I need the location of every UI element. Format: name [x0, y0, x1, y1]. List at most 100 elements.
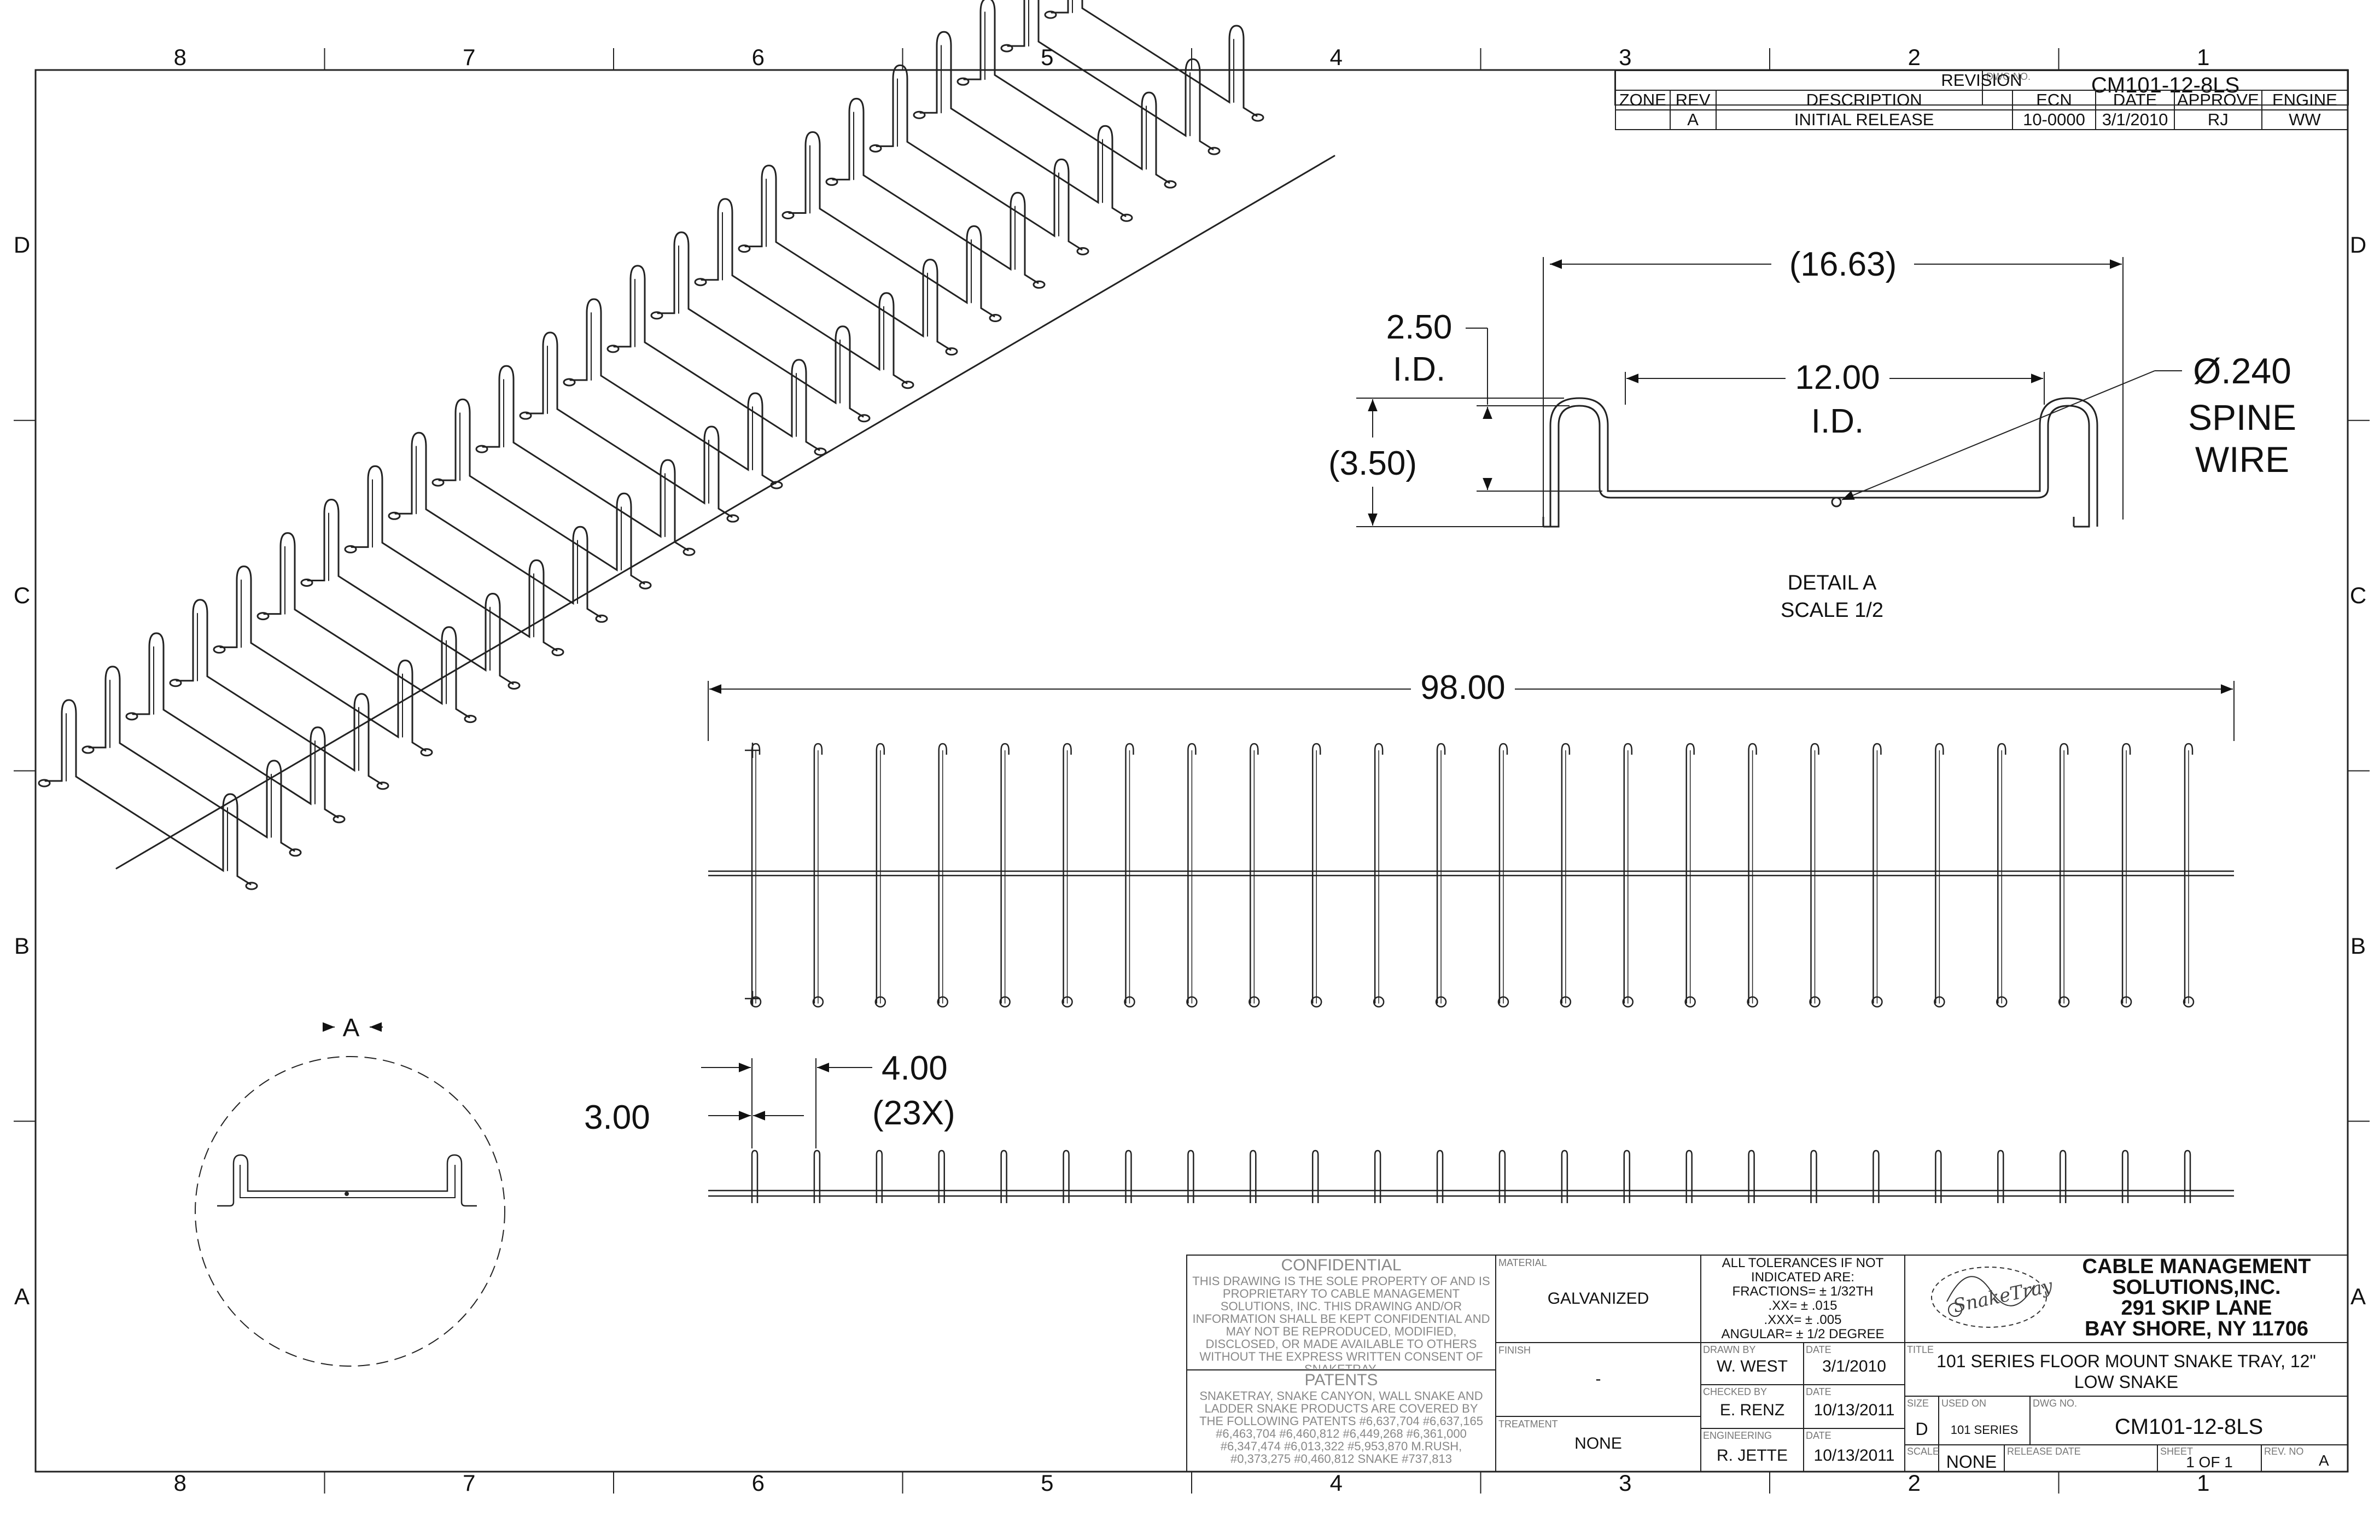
- iso-foot: [169, 679, 182, 687]
- sheet-label: SHEET: [2160, 1446, 2194, 1457]
- top-view-foot: [812, 996, 824, 1008]
- zone-col-1-top: 1: [2197, 44, 2210, 70]
- iso-foot: [814, 447, 827, 456]
- iso-rung: [919, 31, 1127, 217]
- iso-rung-edge: [678, 245, 841, 404]
- zone-col-5-bottom: 5: [1041, 1470, 1054, 1496]
- top-view-foot: [1996, 996, 2008, 1008]
- used-on-label: USED ON: [1941, 1398, 1987, 1409]
- iso-foot: [551, 648, 564, 656]
- iso-rung: [744, 165, 952, 351]
- side-view-rung: [1187, 1150, 1194, 1203]
- iso-foot: [1076, 247, 1089, 255]
- iso-foot: [901, 381, 914, 389]
- iso-foot: [781, 211, 795, 220]
- treatment-value: NONE: [1574, 1434, 1622, 1452]
- iso-foot: [606, 345, 620, 353]
- top-view-rung: [1810, 743, 1819, 1004]
- iso-rung-edge: [941, 45, 1103, 203]
- zone-col-7-top: 7: [463, 44, 476, 70]
- tray-top-view: [708, 743, 2234, 1008]
- side-view-rung: [2059, 1150, 2067, 1203]
- patents-text: SNAKETRAY, SNAKE CANYON, WALL SNAKE AND …: [1199, 1389, 1483, 1466]
- iso-foot: [213, 645, 226, 654]
- zone-col-6-top: 6: [751, 44, 765, 70]
- iso-foot: [1000, 44, 1013, 52]
- side-view-rung: [1436, 1150, 1444, 1203]
- iso-rung: [788, 131, 995, 318]
- top-view-rung: [1125, 743, 1134, 1004]
- revision-col-header: DESCRIPTION: [1715, 90, 2013, 110]
- rung-count: (23X): [872, 1094, 955, 1132]
- iso-rung: [263, 532, 470, 719]
- iso-foot: [1208, 147, 1221, 155]
- top-view-rung: [2059, 743, 2069, 1004]
- iso-rung-edge: [897, 78, 1059, 237]
- side-view-rung: [1561, 1150, 1568, 1203]
- iso-rung-edge: [66, 713, 228, 871]
- top-view-foot: [1124, 996, 1135, 1008]
- top-view-foot: [1186, 996, 1198, 1008]
- iso-rung-edge: [984, 11, 1147, 170]
- revision-col-header: APPROVE: [2173, 90, 2262, 110]
- side-view-rung: [2121, 1150, 2129, 1203]
- engineering-date-label: DATE: [1806, 1430, 1831, 1441]
- revision-cell: [1615, 109, 1671, 130]
- top-view-rung: [813, 743, 823, 1004]
- revision-cell: RJ: [2173, 109, 2262, 130]
- scale-label: SCALE: [1907, 1446, 1940, 1457]
- zone-col-7-bottom: 7: [463, 1470, 476, 1496]
- top-view-foot: [937, 996, 948, 1008]
- side-view-rung: [1997, 1150, 2004, 1203]
- iso-rung: [832, 97, 1039, 284]
- top-view-foot: [1249, 996, 1260, 1008]
- confidential-block: CONFIDENTIAL THIS DRAWING IS THE SOLE PR…: [1188, 1256, 1495, 1369]
- iso-rung-edge: [547, 346, 709, 504]
- size-value: D: [1915, 1419, 1928, 1439]
- iso-foot: [726, 514, 739, 523]
- inner-width-dim: 12.00: [1795, 359, 1880, 396]
- iso-foot: [595, 614, 608, 623]
- side-view-rung: [938, 1150, 945, 1203]
- inner-height-note: I.D.: [1392, 351, 1446, 388]
- release-date-label: RELEASE DATE: [2007, 1446, 2081, 1457]
- finish-label: FINISH: [1498, 1345, 1531, 1356]
- iso-foot: [858, 414, 871, 423]
- length-dimension: [708, 681, 2235, 741]
- wire-label: WIRE: [2195, 439, 2290, 480]
- revision-col-header: ECN: [2011, 90, 2097, 110]
- confidential-text: THIS DRAWING IS THE SOLE PROPERTY OF AND…: [1192, 1274, 1490, 1369]
- iso-rung: [657, 231, 864, 418]
- top-view-rung: [1311, 743, 1321, 1004]
- detail-scale: SCALE 1/2: [1781, 599, 1883, 622]
- iso-rung-edge: [416, 446, 578, 604]
- side-view-rung: [813, 1150, 821, 1203]
- iso-rung-edge: [503, 379, 666, 538]
- top-view-foot: [1747, 996, 1758, 1008]
- iso-foot: [1120, 213, 1133, 222]
- title-block-grid: [1186, 1255, 2348, 1472]
- iso-foot: [639, 581, 652, 590]
- iso-foot: [1032, 280, 1046, 289]
- top-view-foot: [1310, 996, 1322, 1008]
- top-view-rung: [876, 743, 885, 1004]
- company-line: BAY SHORE, NY 11706: [2084, 1317, 2309, 1340]
- snaketray-logo: [1931, 1267, 2047, 1328]
- iso-rung: [569, 298, 777, 485]
- iso-rung: [132, 632, 339, 819]
- zone-row-A-left: A: [14, 1283, 30, 1309]
- iso-rung: [876, 64, 1083, 250]
- iso-rung-edge: [109, 679, 272, 838]
- side-view-rung: [1935, 1150, 1942, 1203]
- tray-side-view: [708, 1150, 2234, 1203]
- top-view-foot: [1809, 996, 1821, 1008]
- iso-rung-edge: [241, 579, 403, 738]
- iso-rung: [351, 465, 558, 651]
- rev-no-label: REV. NO: [2264, 1446, 2304, 1457]
- top-view-rung: [1748, 743, 1757, 1004]
- top-view-rung: [2121, 743, 2131, 1004]
